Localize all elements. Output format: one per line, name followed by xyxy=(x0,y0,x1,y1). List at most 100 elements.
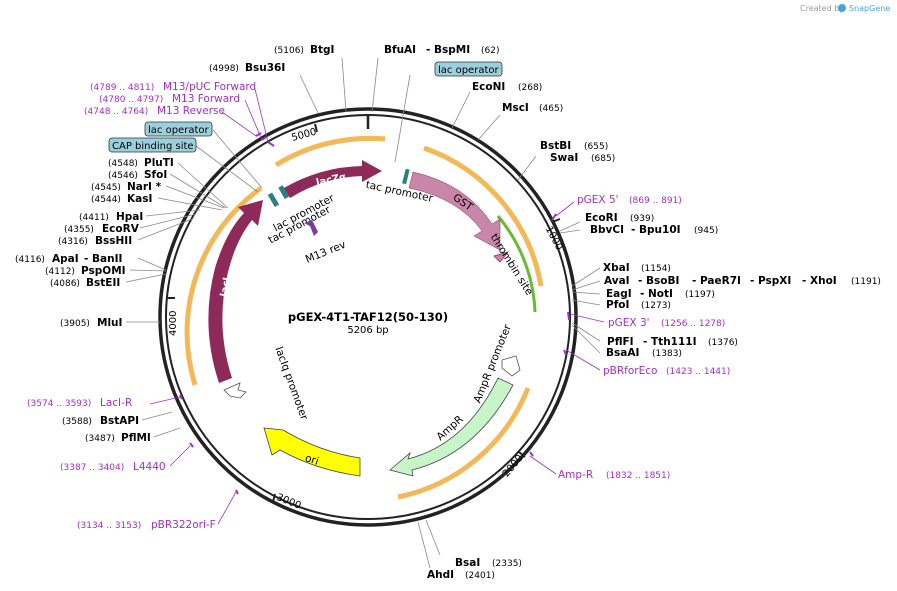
site-pflfi[interactable]: PflFI xyxy=(607,336,634,348)
site-bpu10i[interactable]: - Bpu10I xyxy=(631,224,681,236)
site-swai-pos: (685) xyxy=(591,154,615,164)
site-bstapi[interactable]: BstAPI xyxy=(100,415,139,427)
primer-pgex5[interactable]: pGEX 5' xyxy=(577,194,619,206)
site-bsu36i[interactable]: Bsu36I xyxy=(245,62,285,74)
primer-amp-r[interactable]: Amp-R xyxy=(558,469,593,481)
site-mlui[interactable]: MluI xyxy=(97,317,122,329)
box-cap-binding-site[interactable]: CAP binding site xyxy=(108,137,197,153)
site-ecori-pos: (939) xyxy=(630,214,654,224)
site-banii[interactable]: - BanII xyxy=(84,253,122,265)
feature-cap-binding-mark[interactable] xyxy=(267,192,280,208)
site-pspomi-pos: (4112) xyxy=(45,267,75,277)
plasmid-name: pGEX-4T1-TAF12(50-130) xyxy=(288,310,448,324)
site-bsshii[interactable]: BssHII xyxy=(95,235,132,247)
site-bsaai-pos: (1383) xyxy=(652,349,682,359)
site-btgi-pos: (5106) xyxy=(274,46,304,56)
box-lac-operator-left[interactable]: lac operator xyxy=(144,121,213,137)
site-bsobi[interactable]: - BsoBI xyxy=(638,275,679,287)
primer-pbrforeco[interactable]: pBRforEco xyxy=(603,365,657,377)
site-pluti-pos: (4548) xyxy=(108,159,138,169)
site-bspmi[interactable]: - BspMI xyxy=(426,44,470,56)
feature-ampr-promoter-arrow[interactable] xyxy=(501,355,521,377)
site-hpai[interactable]: HpaI xyxy=(116,211,143,223)
primer-pbrforeco-range: (1423 .. 1441) xyxy=(666,367,730,377)
feature-lac-operator-mark-2[interactable] xyxy=(278,185,290,200)
feature-ori-arrow[interactable] xyxy=(263,427,361,477)
site-econi[interactable]: EcoNI xyxy=(472,81,505,93)
site-avai[interactable]: AvaI xyxy=(604,275,630,287)
site-bsshii-pos: (4316) xyxy=(58,237,88,247)
tick-5000: 5000 xyxy=(290,123,318,144)
primer-marks xyxy=(179,132,570,495)
site-pspomi[interactable]: PspOMI xyxy=(81,265,126,277)
site-bfuai[interactable]: BfuAI xyxy=(384,44,416,56)
feature-lac-operator-mark[interactable] xyxy=(402,168,410,185)
site-swai[interactable]: SwaI xyxy=(550,152,578,164)
site-xbai-pos: (1154) xyxy=(641,264,671,274)
primer-l4440-range: (3387 .. 3404) xyxy=(60,463,124,473)
feature-ori-label: ori xyxy=(303,452,320,468)
created-by-text: Created by xyxy=(800,4,844,13)
primer-pgex3[interactable]: pGEX 3' xyxy=(608,317,650,329)
site-ecori[interactable]: EcoRI xyxy=(585,212,618,224)
site-pspxi[interactable]: - PspXI xyxy=(750,275,791,287)
feature-laci-arrow[interactable] xyxy=(208,200,263,383)
primer-m13puc-forward[interactable]: M13/pUC Forward xyxy=(163,81,256,93)
site-pfoi[interactable]: PfoI xyxy=(606,299,629,311)
feature-thrombin-arrow[interactable] xyxy=(493,251,510,263)
site-xhoi-pos: (1191) xyxy=(851,277,881,287)
primer-l4440[interactable]: L4440 xyxy=(133,461,166,473)
site-bbvci[interactable]: BbvCI xyxy=(590,224,624,236)
site-sfoi-pos: (4546) xyxy=(108,171,138,181)
primer-pbr322ori-f[interactable]: pBR322ori-F xyxy=(151,519,216,531)
site-bsteii[interactable]: BstEII xyxy=(86,277,120,289)
site-bsai[interactable]: BsaI xyxy=(455,557,480,569)
box-lac-operator-left-label: lac operator xyxy=(148,125,209,136)
leader-lines xyxy=(125,57,601,569)
feature-lacza-arrow[interactable] xyxy=(284,160,382,198)
site-kasi[interactable]: KasI xyxy=(127,193,152,205)
primer-laci-r[interactable]: LacI-R xyxy=(100,397,132,409)
site-eagi[interactable]: EagI xyxy=(606,288,632,300)
feature-ampr-arrow[interactable] xyxy=(389,377,514,477)
site-msci-pos: (465) xyxy=(539,104,563,114)
orf-arc-gst xyxy=(423,145,544,287)
primer-m13-reverse-range: (4748 .. 4764) xyxy=(84,107,148,117)
tick-label-4000: 4000 xyxy=(168,311,179,336)
box-lac-operator-top[interactable]: lac operator xyxy=(434,61,503,77)
site-bsaai[interactable]: BsaAI xyxy=(606,347,639,359)
site-ecorv[interactable]: EcoRV xyxy=(102,223,140,235)
feature-laciq-promoter-arrow[interactable] xyxy=(223,382,247,399)
site-noti-pos: (1197) xyxy=(685,290,715,300)
region-arc-green xyxy=(496,215,537,313)
feature-m13-rev-arrow[interactable] xyxy=(304,220,318,236)
site-nari[interactable]: NarI * xyxy=(127,181,162,193)
feature-gst-arrow[interactable] xyxy=(408,171,501,251)
site-xhoi[interactable]: - XhoI xyxy=(802,275,837,287)
site-noti[interactable]: - NotI xyxy=(640,288,673,300)
site-ecorv-pos: (4355) xyxy=(64,225,94,235)
site-ahdi[interactable]: AhdI xyxy=(427,569,454,581)
feature-laciq-promoter-label: lacIq promoter xyxy=(272,345,310,422)
site-paer7i[interactable]: - PaeR7I xyxy=(692,275,741,287)
site-xbai[interactable]: XbaI xyxy=(603,262,630,274)
plasmid-length: 5206 bp xyxy=(347,325,388,336)
site-tth111i[interactable]: - Tth111I xyxy=(643,336,697,348)
site-msci[interactable]: MscI xyxy=(502,102,529,114)
site-bstbi[interactable]: BstBI xyxy=(540,140,571,152)
primer-m13-reverse[interactable]: M13 Reverse xyxy=(157,105,225,117)
site-bsu36i-pos: (4998) xyxy=(209,64,239,74)
site-pluti[interactable]: PluTI xyxy=(144,157,174,169)
site-sfoi[interactable]: SfoI xyxy=(144,169,167,181)
site-pflmi[interactable]: PflMI xyxy=(121,432,151,444)
site-btgi[interactable]: BtgI xyxy=(310,44,334,56)
tick-4000: 4000 xyxy=(167,297,179,336)
snapgene-brand: SnapGene xyxy=(849,4,890,13)
site-kasi-pos: (4544) xyxy=(91,195,121,205)
primer-m13-forward[interactable]: M13 Forward xyxy=(172,93,240,105)
box-cap-binding-site-label: CAP binding site xyxy=(112,141,194,152)
site-apai[interactable]: ApaI xyxy=(52,253,79,265)
site-nari-pos: (4545) xyxy=(91,183,121,193)
primer-pgex3-range: (1256 .. 1278) xyxy=(661,319,725,329)
